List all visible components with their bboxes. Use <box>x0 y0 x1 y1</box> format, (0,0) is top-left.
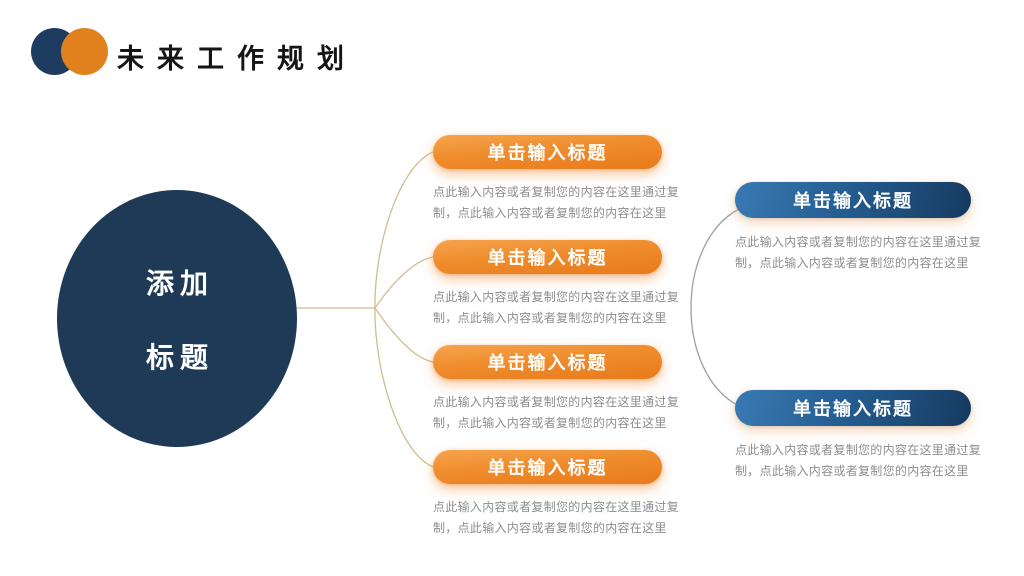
orange-node-1-desc[interactable]: 点此输入内容或者复制您的内容在这里通过复制，点此输入内容或者复制您的内容在这里 <box>433 185 680 220</box>
orange-node-4-title-pill[interactable]: 单击输入标题 <box>433 450 662 484</box>
logo-circle-orange-icon <box>61 28 108 75</box>
orange-node-1: 单击输入标题 点此输入内容或者复制您的内容在这里通过复制，点此输入内容或者复制您… <box>433 135 683 224</box>
orange-node-4: 单击输入标题 点此输入内容或者复制您的内容在这里通过复制，点此输入内容或者复制您… <box>433 450 683 539</box>
orange-node-1-title-pill[interactable]: 单击输入标题 <box>433 135 662 169</box>
orange-node-2-desc[interactable]: 点此输入内容或者复制您的内容在这里通过复制，点此输入内容或者复制您的内容在这里 <box>433 290 680 325</box>
center-title-line2: 标题 <box>145 340 214 374</box>
connector-orange-1 <box>374 151 434 309</box>
orange-node-3: 单击输入标题 点此输入内容或者复制您的内容在这里通过复制，点此输入内容或者复制您… <box>433 345 683 434</box>
blue-node-1: 单击输入标题 点此输入内容或者复制您的内容在这里通过复制，点此输入内容或者复制您… <box>735 182 985 274</box>
connector-orange-3 <box>374 307 434 363</box>
page-title: 未来工作规划 <box>117 44 357 75</box>
blue-node-1-title-pill[interactable]: 单击输入标题 <box>735 182 971 218</box>
blue-node-2: 单击输入标题 点此输入内容或者复制您的内容在这里通过复制，点此输入内容或者复制您… <box>735 390 985 482</box>
connector-orange-2 <box>374 256 434 309</box>
slide-header: 未来工作规划 <box>0 0 1024 100</box>
orange-node-4-desc[interactable]: 点此输入内容或者复制您的内容在这里通过复制，点此输入内容或者复制您的内容在这里 <box>433 500 680 535</box>
blue-node-2-desc[interactable]: 点此输入内容或者复制您的内容在这里通过复制，点此输入内容或者复制您的内容在这里 <box>735 443 982 478</box>
blue-node-2-title-pill[interactable]: 单击输入标题 <box>735 390 971 426</box>
orange-node-3-title-pill[interactable]: 单击输入标题 <box>433 345 662 379</box>
orange-node-2-title-pill[interactable]: 单击输入标题 <box>433 240 662 274</box>
orange-node-3-desc[interactable]: 点此输入内容或者复制您的内容在这里通过复制，点此输入内容或者复制您的内容在这里 <box>433 395 680 430</box>
blue-node-1-desc[interactable]: 点此输入内容或者复制您的内容在这里通过复制，点此输入内容或者复制您的内容在这里 <box>735 235 982 270</box>
center-title-line1: 添加 <box>145 266 214 300</box>
center-title-circle[interactable]: 添加 标题 <box>57 190 297 447</box>
connector-blue-arc <box>690 208 740 407</box>
connector-orange-4 <box>374 307 434 468</box>
orange-node-2: 单击输入标题 点此输入内容或者复制您的内容在这里通过复制，点此输入内容或者复制您… <box>433 240 683 329</box>
